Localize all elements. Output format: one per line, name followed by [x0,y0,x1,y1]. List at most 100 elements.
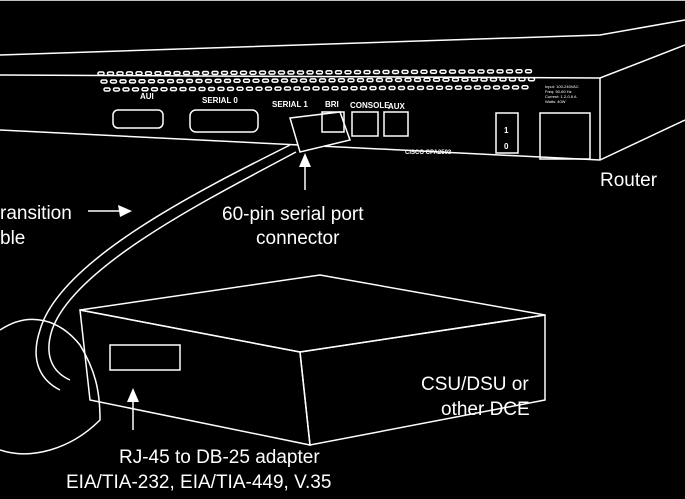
vent-slot [179,86,187,92]
vent-slot [477,69,485,74]
vent-slot [274,86,282,91]
csu-dsu-label: CSU/DSU or [421,374,529,395]
vent-slot [515,69,523,74]
aui-port: AUI [112,92,164,129]
vent-slot [195,78,203,84]
serial1-label: SERIAL 1 [272,100,308,109]
vent-slot [198,86,206,92]
csu-dsu-box [79,274,546,446]
vent-slot [264,86,273,91]
vent-slot [239,70,248,75]
vent-slot [242,78,251,83]
vent-slot [394,77,403,83]
power-switch[interactable]: 1 0 [495,112,519,154]
vent-slot [404,77,412,83]
vent-slot [116,71,124,76]
vent-slot [385,77,393,83]
vent-slot [290,78,298,83]
vent-slot [423,77,431,83]
vent-slot [325,70,333,75]
vent-slot [331,86,339,91]
vent-slot [106,71,115,76]
vent-slot [382,69,390,75]
vent-slot [315,70,324,75]
vent-slot [293,86,301,91]
serial-connector-label: connector [256,228,340,249]
vent-slot [420,69,428,75]
vent-slot [511,85,520,90]
vent-slot [223,78,232,84]
vent-slot [328,78,336,83]
vent-slot [458,69,466,74]
vent-slot [220,70,229,76]
vent-slot [277,70,286,75]
vent-slot [150,87,159,92]
vent-slot [502,85,510,90]
vent-slot [445,85,453,90]
vent-slot [306,70,314,75]
vent-slot [410,69,419,75]
transition-cable-label: ransition [0,203,72,224]
vent-slot [160,86,168,92]
vent-slot [359,85,368,91]
model-label: CISCO CPA2503 [405,150,452,156]
vent-slot [524,69,533,74]
vent-slot [334,70,343,75]
aui-label: AUI [140,92,154,101]
vent-slot [233,78,241,84]
vent-slot [166,78,175,84]
vent-slot [192,70,200,76]
spec-line: Watts: 40W [545,99,566,104]
vent-slot [470,77,479,82]
switch-off-label: 0 [504,142,509,151]
vent-slot [119,79,127,84]
vent-slot [448,69,457,74]
vent-slot [439,69,447,74]
csu-dsu-label: other DCE [441,399,530,420]
vent-slot [176,78,184,84]
vent-slot [201,70,210,76]
vent-slot [527,77,536,82]
vent-slot [340,86,349,91]
rj45-db25-adapter [109,344,181,371]
vent-slot [486,69,495,74]
switch-on-label: 1 [504,126,509,135]
vent-slot [496,69,504,74]
vent-slot [141,87,149,92]
adapter-label: RJ-45 to DB-25 adapter [119,447,320,468]
vent-slot [252,78,260,83]
vent-slot [521,85,529,90]
vent-slot [508,77,517,82]
vent-slot [268,70,276,75]
vent-slot [416,85,425,91]
vent-slot [363,69,371,75]
vent-slot [169,86,178,92]
vent-slot [125,71,134,76]
vent-slot [100,79,108,84]
vent-slot [350,85,358,91]
vent-slot [135,71,143,76]
vent-slot [467,69,476,74]
vent-slot [413,77,422,83]
spec-line: Current: 1.2-0.6 A [545,94,577,99]
vent-slot [109,79,118,84]
vent-slot [388,85,396,91]
vent-slot [182,70,191,76]
vent-slot [157,78,165,84]
vent-slot [454,85,463,90]
vent-slot [261,78,270,83]
power-inlet: Input: 100-240VAC Freq: 50-60 Hz Current… [539,84,591,160]
vent-slot [464,85,472,90]
vent-slot [505,69,514,74]
vent-slot [309,78,317,83]
vent-slot [280,78,289,83]
adapter-standards-label: EIA/TIA-232, EIA/TIA-449, V.35 [66,472,331,493]
vent-slot [188,86,197,92]
serial-connector-label: 60-pin serial port [222,204,364,225]
vent-slot [407,85,415,91]
vent-slot [356,77,365,83]
vent-slot [214,78,222,84]
vent-slot [429,69,438,74]
vent-slot [230,70,238,76]
